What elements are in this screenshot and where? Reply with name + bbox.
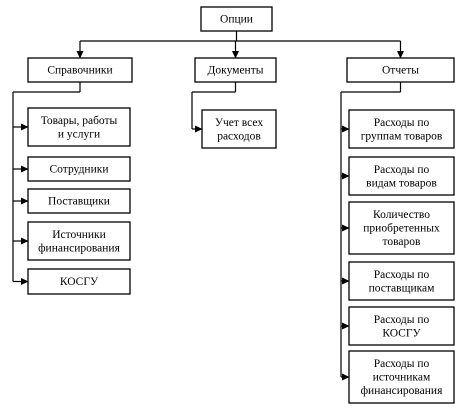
category-reference-books-item-1: Сотрудники	[27, 156, 131, 182]
category-reports-item-1-label: видам товаров	[366, 177, 437, 189]
category-reference-books-item-2-label: Поставщики	[48, 196, 110, 208]
category-reports-item-4-label: КОСГУ	[382, 327, 421, 339]
category-reports: Отчеты	[346, 57, 455, 83]
category-reference-books-label: Справочники	[47, 65, 112, 77]
category-reference-books-item-4-box	[27, 268, 131, 295]
category-documents: Документы	[194, 57, 277, 83]
category-reports-item-5-box	[348, 350, 455, 404]
category-documents-label: Документы	[208, 65, 264, 77]
category-reference-books-item-4-label: КОСГУ	[60, 276, 99, 288]
category-reports-item-5-label: Расходы по	[374, 358, 430, 370]
node-options: Опции	[200, 6, 273, 32]
category-reference-books-item-2-box	[27, 188, 131, 214]
category-reports-item-5-label: финансирования	[361, 385, 443, 397]
category-reports-item-0-label: Расходы по	[374, 117, 430, 129]
category-reports-item-3-box	[348, 261, 455, 301]
category-reference-books-box	[27, 57, 133, 83]
category-reports-item-3-label: Расходы по	[374, 269, 430, 281]
category-reports-item-0-label: группам товаров	[361, 130, 443, 142]
category-reference-books-item-1-box	[27, 156, 131, 182]
category-reports-item-1-label: Расходы по	[374, 164, 430, 176]
category-reports-item-2-label: Количество	[373, 209, 430, 221]
category-reports-item-0-box	[348, 109, 455, 149]
category-reference-books-item-2: Поставщики	[27, 188, 131, 214]
category-reports-box	[346, 57, 455, 83]
category-reference-books-item-0-box	[27, 107, 131, 147]
category-reference-books-item-4: КОСГУ	[27, 268, 131, 295]
category-reference-books-item-1-label: Сотрудники	[50, 164, 109, 176]
category-reports-item-3-label: поставщикам	[369, 282, 436, 294]
category-reference-books-item-3-label: финансирования	[38, 242, 120, 254]
category-reports-item-4-box	[348, 306, 455, 346]
node-options-label: Опции	[220, 14, 253, 26]
category-reports-item-2-label: приобретенных	[363, 223, 440, 235]
category-documents-box	[194, 57, 277, 83]
category-reports-item-4-label: Расходы по	[374, 314, 430, 326]
category-reference-books-item-3-label: Источники	[52, 229, 106, 241]
category-reference-books-item-0-label: Товары, работы	[41, 115, 118, 127]
category-reference-books-item-0-label: и услуги	[58, 128, 100, 140]
connector-lines	[12, 31, 404, 381]
category-reports-item-2-box	[348, 201, 455, 255]
node-options-box	[200, 6, 273, 32]
category-reports-item-2-label: товаров	[383, 236, 422, 248]
category-reports-item-1-box	[348, 156, 455, 196]
category-reference-books-item-3-box	[27, 221, 131, 261]
category-reports-item-5-label: источникам	[373, 372, 431, 384]
category-reference-books: Справочники	[27, 57, 133, 83]
category-documents-item-0-label: расходов	[217, 130, 261, 142]
category-documents-item-0-label: Учет всех	[215, 117, 263, 129]
category-documents-item-0-box	[201, 109, 277, 149]
category-reports-label: Отчеты	[382, 65, 419, 77]
